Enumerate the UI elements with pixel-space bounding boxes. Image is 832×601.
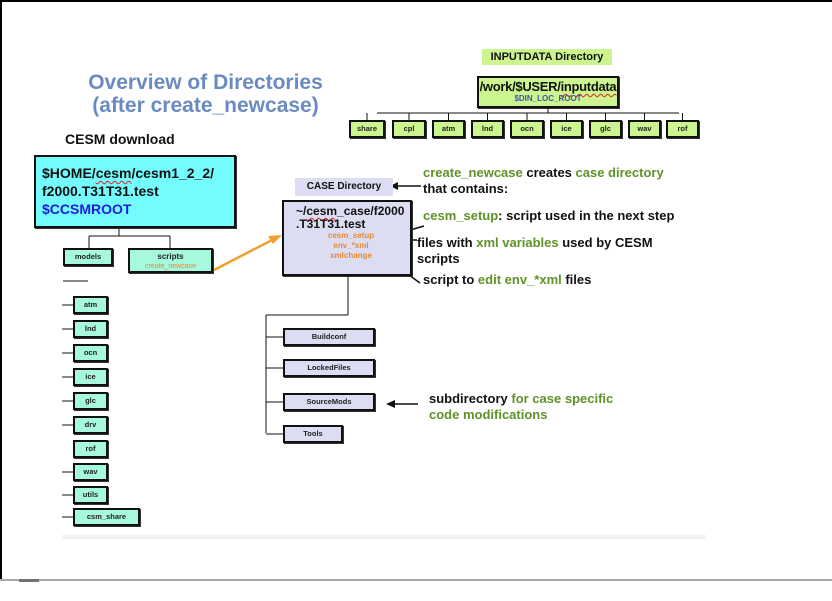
case-subdir-buildconf[interactable]: Buildconf	[283, 328, 375, 346]
annotation-create-newcase: create_newcase creates case directory th…	[423, 165, 664, 196]
cesm-root-path-line-1: $HOME/cesm/cesm1_2_2/	[42, 165, 215, 181]
slide-border-left	[0, 0, 2, 580]
slide-border-top	[0, 0, 832, 2]
case-directory-box[interactable]: ~/cesm_case/f2000 .T31T31.test cesm_setu…	[282, 200, 412, 276]
inputdata-subdir-ice[interactable]: ice	[550, 120, 583, 138]
title-line-2: (after create_newcase)	[92, 94, 319, 117]
model-component-ice[interactable]: ice	[73, 368, 108, 386]
case-subdir-lockedfiles[interactable]: LockedFiles	[283, 359, 375, 377]
orange-arrow	[213, 236, 277, 272]
case-file-xmlchange[interactable]: xmlchange	[330, 251, 372, 260]
model-component-utils[interactable]: utils	[73, 486, 108, 504]
scripts-directory[interactable]: scripts create_newcase	[128, 248, 213, 273]
slide-title: Overview of Directories (after create_ne…	[83, 71, 328, 117]
slide-border-bottom	[0, 579, 832, 581]
cesm-download-label: CESM download	[65, 131, 175, 147]
case-file-env-xml[interactable]: env_*xml	[333, 241, 369, 250]
case-file-cesm-setup[interactable]: cesm_setup	[327, 231, 375, 240]
inputdata-subdir-lnd[interactable]: lnd	[471, 120, 504, 138]
title-line-1: Overview of Directories	[88, 71, 323, 94]
inputdata-path: /work/$USER/inputdata	[479, 79, 617, 94]
inputdata-subdir-rof[interactable]: rof	[666, 120, 699, 138]
slide-scroll-thumb[interactable]	[19, 579, 39, 582]
case-directory-label: CASE Directory	[295, 178, 393, 196]
model-component-atm[interactable]: atm	[73, 296, 108, 314]
model-component-ocn[interactable]: ocn	[73, 344, 108, 362]
model-component-glc[interactable]: glc	[73, 392, 108, 410]
inputdata-subdir-share[interactable]: share	[349, 120, 385, 138]
annotation-xml-files: files with xml variables used by CESM sc…	[417, 235, 653, 266]
model-component-drv[interactable]: drv	[73, 416, 108, 434]
annotation-xmlchange: script to edit env_*xml files	[423, 272, 592, 287]
orange-arrowhead	[268, 235, 282, 244]
case-subdir-sourcemods[interactable]: SourceMods	[283, 393, 375, 411]
inputdata-subdir-cpl[interactable]: cpl	[392, 120, 426, 138]
model-component-csm-share[interactable]: csm_share	[73, 508, 140, 526]
annotation-cesm-setup: cesm_setup: script used in the next step	[423, 208, 675, 223]
case-path-line-1: ~/cesm_case/f2000	[296, 204, 405, 218]
cesm-root-box[interactable]: $HOME/cesm/cesm1_2_2/ f2000.T31T31.test …	[34, 155, 236, 228]
model-component-rof[interactable]: rof	[73, 440, 108, 458]
inputdata-subdir-atm[interactable]: atm	[432, 120, 465, 138]
ccsmroot-variable: $CCSMROOT	[42, 201, 132, 217]
inputdata-root-box[interactable]: /work/$USER/inputdata $DIN_LOC_ROOT	[477, 76, 619, 108]
inputdata-directory-label: INPUTDATA Directory	[482, 49, 612, 65]
annotation-sourcemods: subdirectory for case specific code modi…	[429, 391, 614, 422]
scripts-label: scripts	[157, 252, 184, 261]
din-loc-root-variable: $DIN_LOC_ROOT	[514, 94, 582, 103]
cesm-root-path-line-2: f2000.T31T31.test	[42, 183, 159, 199]
case-path-line-2: .T31T31.test	[296, 217, 366, 231]
footer-bar	[62, 535, 706, 539]
inputdata-subdir-wav[interactable]: wav	[628, 120, 661, 138]
inputdata-subdir-glc[interactable]: glc	[589, 120, 622, 138]
model-component-lnd[interactable]: lnd	[73, 320, 108, 338]
models-directory[interactable]: models	[63, 248, 113, 266]
case-subdir-tools[interactable]: Tools	[283, 425, 343, 443]
model-component-wav[interactable]: wav	[73, 463, 108, 481]
inputdata-subdir-ocn[interactable]: ocn	[510, 120, 544, 138]
create-newcase-script: create_newcase	[145, 263, 196, 270]
